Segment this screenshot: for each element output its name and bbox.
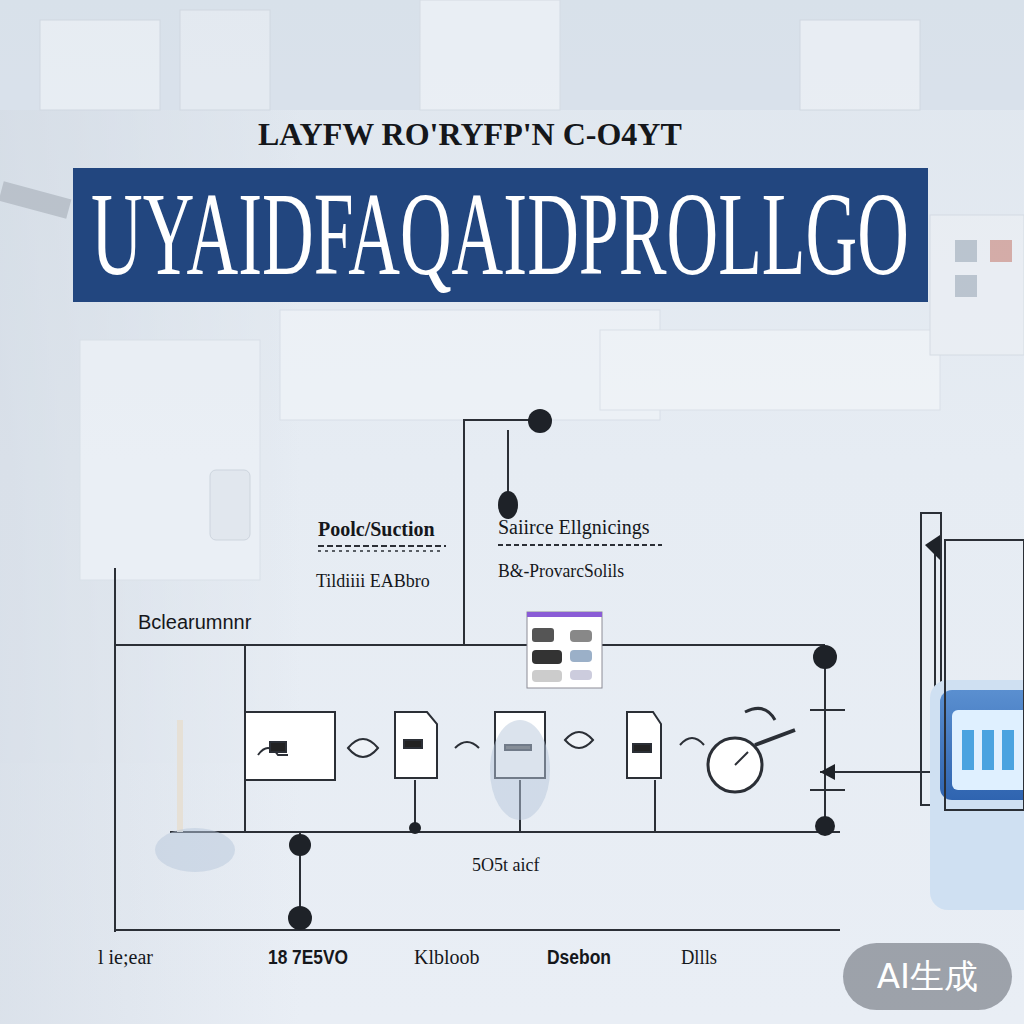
junction-dots bbox=[288, 409, 940, 930]
section-note: Tildiiii EABbro bbox=[316, 571, 430, 592]
axis-label: Dsebon bbox=[547, 946, 611, 969]
axis-label: Dllls bbox=[681, 946, 717, 969]
lab-machine bbox=[930, 540, 1024, 910]
watermark: AI生成 bbox=[843, 943, 1012, 1010]
axis-label: Klbloob bbox=[414, 946, 480, 969]
section-heading: Saiirce Ellgnicings bbox=[498, 516, 650, 539]
section-note: B&-ProvarcSolils bbox=[498, 561, 624, 582]
window-icon bbox=[527, 612, 602, 688]
underline-scribbles bbox=[318, 545, 662, 551]
diagram-lines bbox=[115, 420, 941, 932]
faint-figures bbox=[155, 720, 550, 872]
row-label: Bclearumnnr bbox=[138, 611, 251, 634]
subtitle: LAYFW RO'RYFP'N C-O4YT bbox=[258, 116, 682, 153]
section-heading: Poolc/Suction bbox=[318, 518, 435, 541]
row-label: 5O5t aicf bbox=[472, 855, 539, 876]
title-band: UYAIDFAQAIDPROLLGO bbox=[73, 168, 928, 302]
title: UYAIDFAQAIDPROLLGO bbox=[91, 174, 909, 296]
axis-label: 18 7E5VO bbox=[268, 946, 348, 969]
axis-label: l ie;ear bbox=[98, 946, 153, 969]
